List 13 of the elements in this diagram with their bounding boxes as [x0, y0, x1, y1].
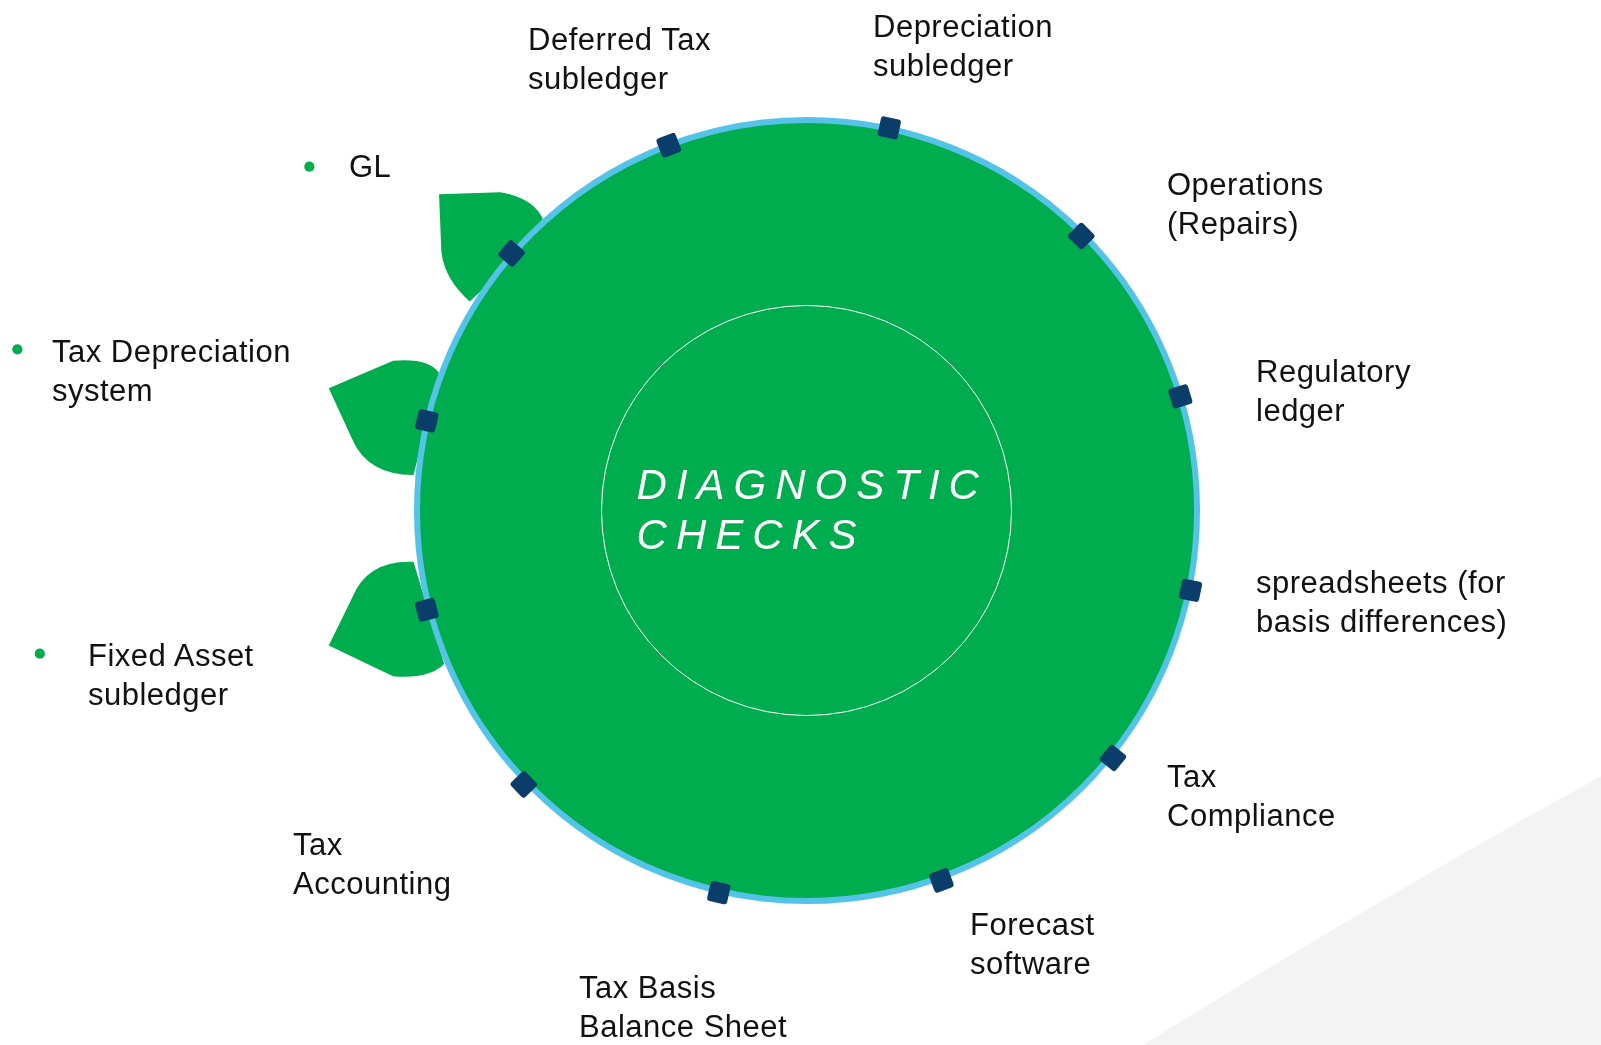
- source-label: Fixed Asset subledger: [88, 637, 255, 714]
- source-label: Tax Basis Balance Sheet: [579, 969, 789, 1045]
- source-label: Tax Accounting: [293, 826, 453, 903]
- source-label: Depreciation subledger: [873, 8, 1055, 85]
- source-label: Tax Depreciation system: [52, 333, 292, 410]
- source-label: Deferred Tax subledger: [528, 21, 712, 98]
- source-label: Regulatory ledger: [1256, 353, 1412, 430]
- source-label: Tax Compliance: [1167, 758, 1337, 835]
- source-label: Forecast software: [970, 906, 1096, 983]
- source-label: spreadsheets (for basis differences): [1256, 564, 1509, 641]
- source-label: Operations (Repairs): [1167, 166, 1325, 243]
- source-label: GL: [349, 148, 393, 186]
- center-title: DIAGNOSTIC CHECKS: [635, 460, 989, 561]
